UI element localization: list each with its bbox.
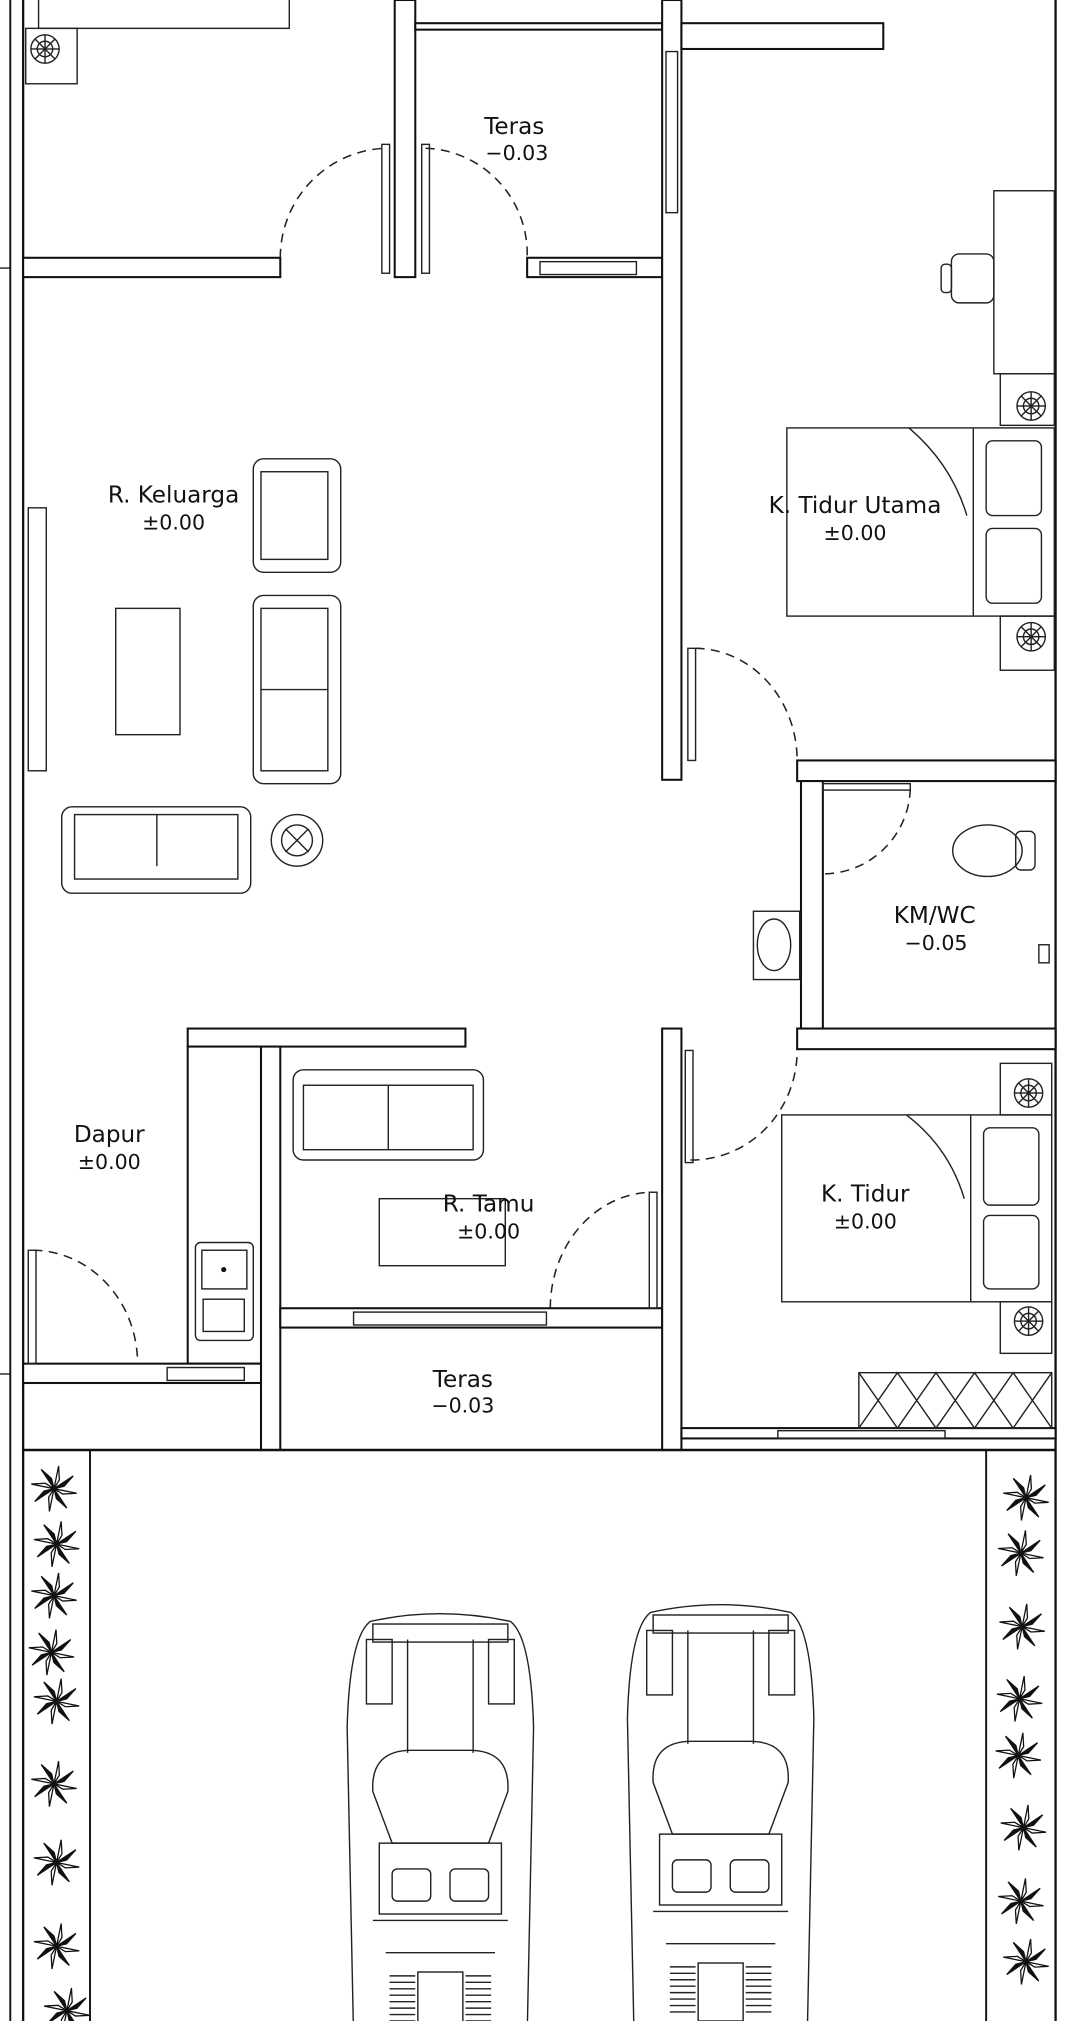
door-tamu — [549, 1191, 658, 1309]
plant-icon — [998, 1878, 1044, 1924]
lamp-icon — [1016, 621, 1046, 652]
room-level-keluarga: ±0.00 — [142, 511, 205, 535]
plant-icon — [998, 1530, 1044, 1576]
doors — [27, 143, 912, 1365]
room-level-teras-top: −0.03 — [485, 141, 548, 165]
room-level-tidur: ±0.00 — [834, 1209, 897, 1233]
bed-master — [786, 427, 1055, 617]
room-level-tidur-utama: ±0.00 — [824, 521, 887, 545]
plant-icon — [33, 1521, 80, 1567]
desk — [993, 190, 1055, 375]
wardrobe — [858, 1371, 1053, 1430]
sofa-tamu — [292, 1069, 485, 1161]
room-level-teras-bottom: −0.03 — [431, 1394, 494, 1418]
door-teras-top — [421, 143, 528, 274]
plant-icon — [28, 1629, 75, 1676]
plant-pot — [270, 813, 324, 867]
table-tamu — [378, 1197, 506, 1267]
car-icon — [626, 1603, 815, 2021]
lamp-icon — [1013, 1078, 1044, 1108]
room-name-teras-bottom: Teras — [432, 1366, 493, 1393]
door-tidur-utama — [687, 647, 798, 762]
furniture — [25, 0, 1055, 2021]
plant-icon — [31, 1465, 77, 1512]
washbasin — [752, 910, 801, 981]
sofa-right — [252, 594, 342, 785]
plant-icon — [33, 1923, 80, 1970]
bed-top-partial — [25, 0, 290, 85]
plant-icon — [44, 1987, 90, 2021]
lamp-icon — [30, 34, 60, 64]
outer-boundary — [0, 0, 1057, 2021]
ceiling-lamps — [30, 34, 1046, 1337]
plant-icon — [996, 1675, 1043, 1722]
door-kmwc — [822, 782, 912, 875]
room-name-dapur: Dapur — [74, 1121, 145, 1148]
plant-icon — [31, 1572, 77, 1619]
nightstand — [999, 615, 1055, 671]
plant-icon — [33, 1678, 80, 1725]
chair — [940, 253, 995, 304]
plants — [28, 1465, 1049, 2021]
toilet — [952, 824, 1036, 878]
room-name-teras-top: Teras — [483, 113, 544, 140]
door-tidur — [684, 1049, 798, 1164]
room-level-dapur: ±0.00 — [78, 1150, 141, 1174]
room-level-kmwc: −0.05 — [905, 931, 968, 955]
plant-icon — [999, 1603, 1045, 1650]
bed-tidur — [781, 1114, 1053, 1303]
kitchen-sink — [194, 1241, 254, 1342]
nightstand — [999, 1301, 1053, 1355]
plant-icon — [1003, 1938, 1049, 1985]
plant-icon — [1003, 1474, 1049, 1521]
windows — [166, 50, 946, 1440]
walls — [22, 0, 1057, 1452]
lamp-icon — [1013, 1306, 1044, 1337]
door-dapur — [27, 1249, 139, 1365]
room-name-tidur-utama: K. Tidur Utama — [769, 492, 942, 519]
plant-icon — [31, 1760, 77, 1807]
plant-icon — [995, 1732, 1042, 1779]
room-name-kmwc: KM/WC — [894, 902, 976, 929]
coffee-table — [115, 607, 181, 736]
room-level-tamu: ±0.00 — [457, 1220, 520, 1244]
room-name-tidur: K. Tidur — [821, 1180, 910, 1207]
armchair — [252, 458, 342, 573]
room-name-tamu: R. Tamu — [443, 1191, 535, 1218]
car-icon — [346, 1612, 535, 2021]
plant-icon — [33, 1839, 80, 1886]
room-name-keluarga: R. Keluarga — [108, 482, 239, 509]
cars — [346, 1603, 815, 2021]
room-labels: Teras −0.03 R. Keluarga ±0.00 K. Tidur U… — [74, 113, 976, 1418]
nightstand — [999, 373, 1055, 427]
plant-icon — [1000, 1804, 1047, 1851]
faucet — [1038, 944, 1050, 964]
lamp-icon — [1016, 391, 1046, 421]
door-keluarga-top — [279, 143, 391, 274]
tv-unit — [27, 507, 47, 772]
sofa-bottom — [61, 806, 252, 894]
